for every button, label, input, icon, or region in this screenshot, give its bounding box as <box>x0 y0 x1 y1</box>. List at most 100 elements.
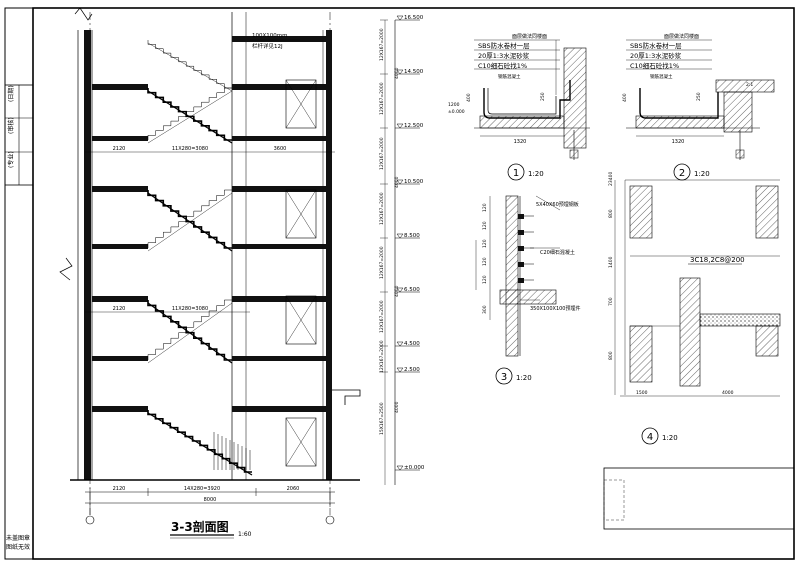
d1-number-bubble <box>507 163 525 181</box>
d3-note-concrete: C20细石混凝土 <box>540 249 575 256</box>
d2-layer-0: 面层做法同楼面 <box>664 33 699 40</box>
floor-slab-left <box>92 296 148 302</box>
dim-stair-left-top: 2120 <box>113 146 126 152</box>
d4-number-bubble <box>641 427 659 445</box>
d3-note-plate: 5X40X60预埋钢板 <box>536 201 579 208</box>
floor-slab-right <box>232 296 326 302</box>
side-label-review: (审核) <box>7 117 15 134</box>
embedded-anchor <box>518 214 524 219</box>
d4-dim-top: 23400 <box>608 172 614 186</box>
door-swing <box>285 417 302 467</box>
door-swing <box>285 295 302 345</box>
flight-dim-label: 12X167=2000 <box>379 137 385 170</box>
side-label-date: (日期) <box>7 85 15 102</box>
dim-bottom-left: 2120 <box>113 486 126 492</box>
stair-flight <box>147 299 232 360</box>
d3-scale: 1:20 <box>516 374 532 382</box>
stair-flight <box>147 87 232 140</box>
flight-dim-label: 12X167=2000 <box>379 246 385 279</box>
d3-number-bubble <box>495 367 513 385</box>
stair-soffit <box>147 302 233 364</box>
d1-number: 1 <box>513 168 519 179</box>
elevation-mark <box>396 341 404 347</box>
elevation-label: 16.500 <box>404 15 424 21</box>
door-swing <box>300 79 317 129</box>
d4-dim-700: 700 <box>608 297 614 306</box>
flight-dim-label: 12X167=2000 <box>379 340 385 373</box>
d3-number: 3 <box>501 372 507 383</box>
stair-flight <box>147 189 232 248</box>
axis-bubble-right <box>325 515 335 525</box>
section-horizontal-dims: 2120 14X280=3920 2060 8000 2120 11X280=3… <box>85 146 335 525</box>
d1-scale: 1:20 <box>528 170 544 178</box>
floor-slab-right <box>232 84 326 90</box>
d1-layer-3: C10细石砼找1% <box>478 61 527 70</box>
d1-layer-1: SBS防水卷材一层 <box>478 41 530 50</box>
door-swing <box>285 189 302 239</box>
door-elevation <box>285 417 317 467</box>
floor-height-label: 4000 <box>394 285 400 297</box>
d3-dim-0: 120 <box>482 203 488 212</box>
stair-soffit <box>147 412 253 476</box>
elevation-mark <box>396 179 404 185</box>
elevation-label: 14.500 <box>404 69 424 75</box>
detail-3: 5X40X60预埋钢板 C20细石混凝土 350X100X100预埋件 120 … <box>475 195 580 385</box>
stair-soffit <box>147 42 233 92</box>
d3-dim-1: 120 <box>482 221 488 230</box>
landing-slab <box>92 356 148 361</box>
elevation-label: 4.500 <box>404 341 420 347</box>
door-swing <box>300 189 317 239</box>
stair-soffit <box>147 192 233 252</box>
flight-dim-label: 12X167=2000 <box>379 82 385 115</box>
d4-number: 4 <box>647 432 653 443</box>
elevation-label: 6.500 <box>404 287 420 293</box>
title-block-box <box>603 467 795 530</box>
elevation-label: 12.500 <box>404 123 424 129</box>
elevation-label: 2.500 <box>404 367 420 373</box>
stair-flight <box>147 410 252 473</box>
flight-dim-label: 12X167=2000 <box>379 28 385 61</box>
door-swing <box>300 417 317 467</box>
side-title-block: (专业) (审核) (日期) 未盖图章 图纸无效 <box>4 84 34 551</box>
dim-run-top: 11X280=3080 <box>172 146 208 152</box>
elevation-mark <box>396 367 404 373</box>
door-swing <box>300 295 317 345</box>
d1-dim-c: 250 <box>540 92 546 101</box>
floor-height-label: 4000 <box>394 67 400 79</box>
flight-dim-label: 12X167=2000 <box>379 192 385 225</box>
door-elevation <box>285 79 317 129</box>
floor-slab-left <box>92 406 148 412</box>
d1-layer-4: 钢筋混凝土 <box>498 73 521 80</box>
elevation-mark <box>396 15 404 21</box>
detail-1: 面层做法同楼面 SBS防水卷材一层 20厚1:3水泥砂浆 C10细石砼找1% 钢… <box>448 33 590 181</box>
elevation-column: 16.50014.50012.50010.5008.5006.5004.5002… <box>379 15 425 485</box>
d1-dim-width: 1320 <box>514 139 527 145</box>
axis-bubble-left <box>85 515 95 525</box>
dim-landing-right-top: 3600 <box>274 146 287 152</box>
note-railing-size: 100X100mm <box>252 33 287 39</box>
d2-dim-c: 250 <box>696 92 702 101</box>
embedded-anchor <box>518 262 524 267</box>
floor-height-label: 4000 <box>394 401 400 413</box>
floor-height-label: 4000 <box>394 176 400 188</box>
d4-dim-1500: 1500 <box>636 390 648 396</box>
watermark-line-1: 未盖图章 <box>6 534 30 542</box>
section-3-3 <box>59 7 361 515</box>
floor-slab-left <box>92 186 148 192</box>
stair-flight <box>147 190 232 249</box>
door-elevation <box>285 295 317 345</box>
floor-slab-right <box>232 186 326 192</box>
d2-dim-height: 400 <box>622 93 628 102</box>
stair-flight <box>147 88 232 141</box>
d1-dim-height: 400 <box>466 93 472 102</box>
d4-dim-1400: 1400 <box>608 256 614 268</box>
embedded-anchor <box>518 246 524 251</box>
dim-stair-left-mid: 2120 <box>113 306 126 312</box>
watermark-line-2: 图纸无效 <box>6 543 30 551</box>
d3-dim-5: 300 <box>482 305 488 314</box>
detail-4: 3C18,2C8@200 1500 4000 23400 800 1400 70… <box>608 172 781 445</box>
d2-dim-width: 1320 <box>672 139 685 145</box>
stair-soffit <box>147 90 233 144</box>
section-scale: 1:60 <box>238 531 252 538</box>
